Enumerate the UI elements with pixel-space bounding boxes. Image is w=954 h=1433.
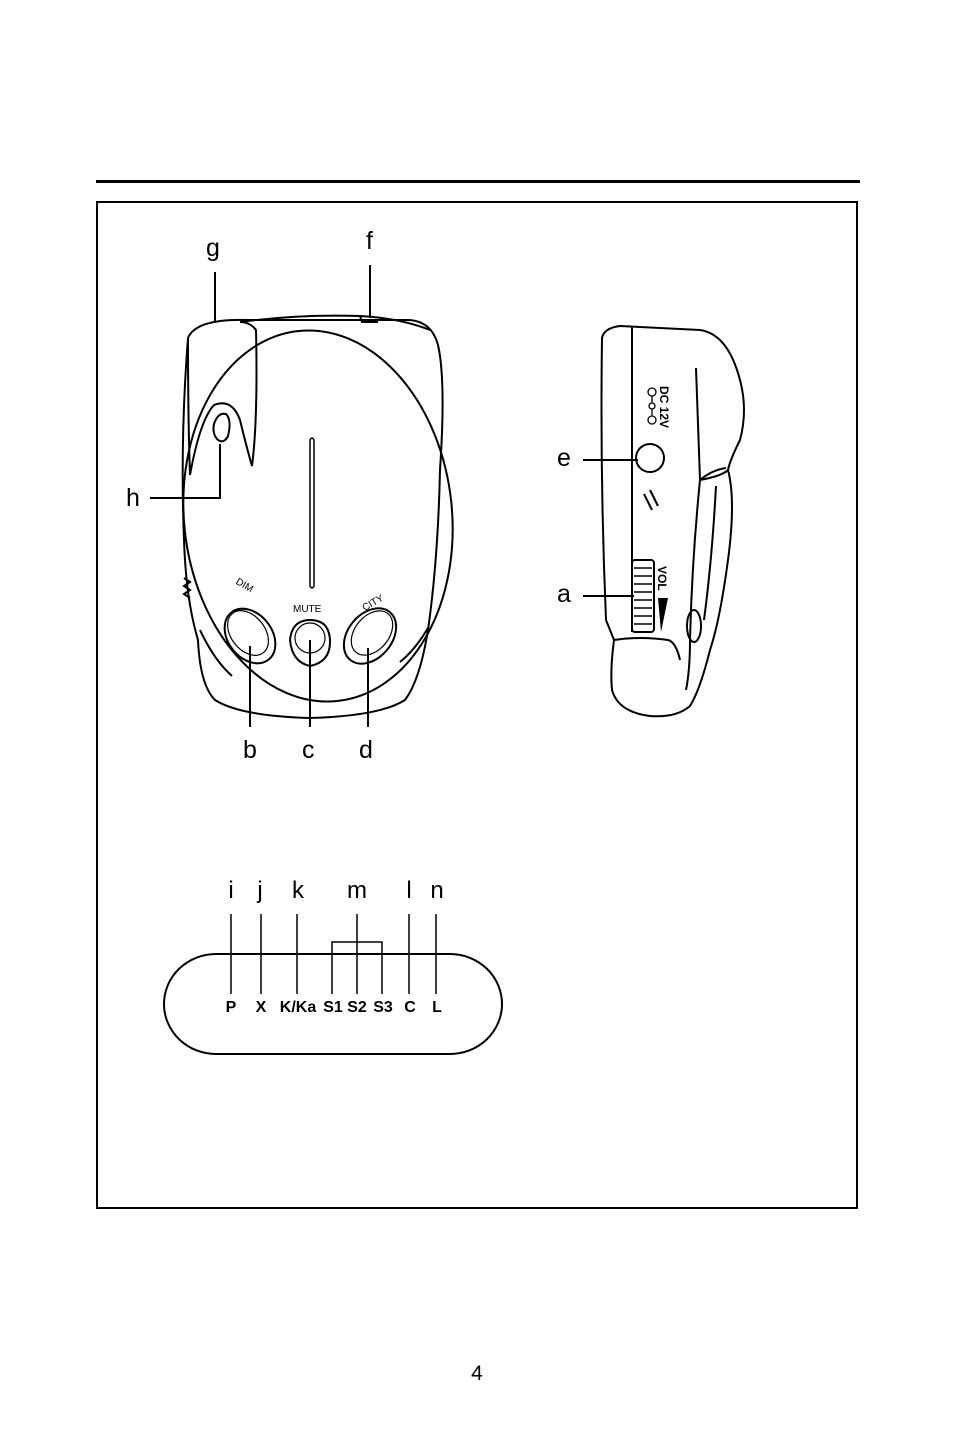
page-number: 4 (471, 1362, 483, 1385)
callout-n: n (430, 877, 443, 904)
callout-h: h (126, 484, 140, 512)
indicator-p: P (226, 999, 237, 1016)
indicator-s1: S1 (323, 999, 343, 1016)
callout-f: f (366, 227, 373, 255)
callout-j: j (256, 877, 262, 904)
indicator-leaders (230, 914, 437, 994)
front-housing-outline (181, 318, 444, 720)
figure-frame (96, 201, 858, 1209)
power-jack[interactable] (635, 443, 665, 473)
indicator-panel (163, 953, 503, 1055)
side-grip-line-1 (643, 493, 653, 511)
vol-label: VOL (655, 566, 669, 591)
indicator-k-ka: K/Ka (280, 999, 317, 1016)
dim-button-label: DIM (234, 576, 255, 595)
volume-wheel[interactable] (631, 559, 655, 633)
callout-k: k (292, 877, 305, 904)
side-callout-leaders (583, 459, 638, 597)
dc-12v-label: DC 12V (657, 386, 671, 428)
callout-c: c (302, 736, 315, 764)
dim-button-inner (226, 610, 270, 656)
header-rule (96, 180, 860, 183)
callout-l: l (406, 877, 411, 904)
side-lower-base (613, 637, 681, 661)
front-face-oval (182, 329, 454, 703)
indicator-x: X (256, 999, 267, 1016)
indicator-s2: S2 (347, 999, 367, 1016)
front-lower-skirt-left (199, 629, 233, 677)
side-grip-line-2 (649, 489, 659, 507)
callout-b: b (243, 736, 257, 764)
callout-e: e (557, 444, 571, 472)
callout-a: a (557, 580, 571, 608)
front-top-ridge (239, 314, 431, 331)
volume-wheel-ridges (634, 567, 652, 625)
front-display-slot (309, 437, 315, 589)
front-sensor-window (212, 412, 231, 443)
side-view (600, 324, 745, 718)
front-visor (187, 321, 258, 476)
side-mount-button (686, 609, 702, 643)
side-housing-outline (600, 324, 745, 718)
callout-g: g (206, 234, 220, 262)
callout-m: m (347, 877, 367, 904)
indicator-l: L (432, 999, 442, 1016)
city-button-inner (350, 610, 394, 656)
side-visor-edge (695, 367, 727, 483)
callout-d: d (359, 736, 373, 764)
indicator-s3: S3 (373, 999, 393, 1016)
volume-triangle-icon (658, 598, 668, 632)
front-top-lip (359, 315, 378, 323)
front-side-grip (182, 577, 192, 599)
side-rear-inner (703, 485, 717, 621)
mute-button[interactable] (288, 618, 332, 668)
callout-i: i (228, 877, 233, 904)
front-callout-leaders (150, 265, 371, 727)
front-view (181, 314, 454, 720)
front-lower-skirt-right (399, 627, 429, 663)
side-rear-panel (685, 469, 729, 691)
mute-button-label: MUTE (293, 604, 322, 615)
city-button[interactable] (333, 598, 407, 674)
dim-button[interactable] (214, 599, 286, 673)
indicator-c: C (404, 999, 416, 1016)
polarity-icon (647, 387, 657, 425)
indicator-panel-outline (163, 953, 503, 1055)
